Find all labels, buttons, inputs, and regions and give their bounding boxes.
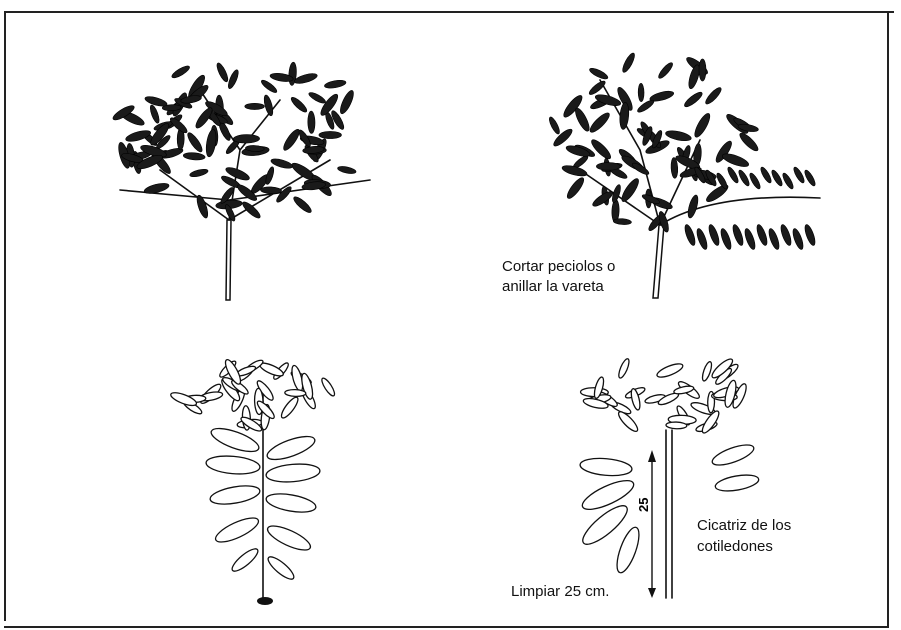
leaf [573, 106, 592, 133]
leaf [613, 218, 632, 225]
leaf [260, 186, 281, 194]
leaf [792, 166, 806, 184]
label-cicatriz: Cicatriz de los [697, 516, 791, 535]
leaf [319, 131, 342, 138]
leaf [169, 390, 198, 408]
arrow-up-icon [648, 450, 656, 462]
leaf [233, 134, 260, 143]
height-mark-label: 25 [636, 498, 651, 512]
leaf [636, 98, 655, 114]
leaf [767, 227, 781, 250]
leaf [260, 78, 279, 94]
arrow-down-icon [648, 588, 656, 598]
leaf [683, 90, 705, 109]
leaf [265, 462, 320, 484]
leaf [229, 546, 260, 575]
leaf [631, 161, 651, 176]
leaf [209, 483, 261, 508]
leaf [743, 227, 757, 250]
sapling-young [169, 358, 336, 605]
leaf [759, 166, 773, 184]
leaf [588, 110, 612, 134]
leaf [185, 131, 204, 154]
leaf [710, 441, 756, 469]
leaf [666, 422, 687, 429]
leaf [803, 223, 817, 246]
leaf [308, 111, 316, 134]
leaf [596, 163, 620, 171]
leaf [803, 169, 817, 187]
label-cortar-peciolos: Cortar peciolos o [502, 257, 615, 276]
leaf [265, 554, 296, 583]
leaf [699, 59, 706, 81]
leaf [692, 111, 713, 139]
leaf [620, 52, 636, 74]
leaf [695, 227, 709, 250]
leaf [655, 361, 684, 380]
leaf [737, 169, 751, 187]
leaf [320, 376, 337, 397]
leaf [701, 361, 714, 382]
label-anillar-vareta: anillar la vareta [502, 277, 604, 296]
leaf [149, 104, 161, 124]
leaf [707, 223, 721, 246]
leaf [337, 165, 357, 175]
leaf [265, 491, 317, 516]
leaf [215, 62, 230, 83]
leaf [619, 176, 641, 203]
leaf [589, 137, 613, 161]
leaf [579, 475, 637, 515]
leaf [285, 389, 306, 396]
leaf [619, 102, 630, 130]
leaf [638, 83, 644, 101]
leaf [721, 151, 750, 169]
leaf [755, 223, 769, 246]
leaf [213, 513, 262, 546]
leaf [189, 168, 209, 178]
tree-full-canopy [111, 62, 370, 300]
leaf [245, 103, 265, 109]
leaf [686, 194, 700, 219]
leaf [791, 227, 805, 250]
leaf [781, 172, 795, 190]
leaf [293, 72, 318, 86]
leaf [170, 64, 191, 80]
leaf [144, 95, 168, 108]
leaf [657, 61, 675, 80]
leaf [683, 223, 697, 246]
leaf [779, 223, 793, 246]
leaf [292, 195, 314, 215]
leaf [731, 223, 745, 246]
sapling-cleaned [578, 356, 760, 598]
leaf [748, 172, 762, 190]
leaf [613, 525, 644, 575]
leaf [289, 95, 308, 114]
leaf [770, 169, 784, 187]
leaf [704, 86, 724, 106]
leaf [565, 176, 587, 201]
leaf [547, 116, 561, 136]
leaf [617, 358, 631, 380]
label-cotiledones: cotiledones [697, 537, 773, 556]
label-limpiar: Limpiar 25 cm. [511, 582, 609, 601]
leaf [588, 66, 609, 81]
leaf [324, 79, 347, 90]
leaf [205, 454, 260, 476]
leaf [338, 89, 356, 116]
leaf [726, 166, 740, 184]
leaf [737, 131, 760, 153]
leaf [183, 152, 205, 161]
leaf [265, 432, 318, 464]
leaf [265, 521, 314, 554]
leaf [665, 129, 692, 143]
leaf [714, 472, 760, 494]
leaf [205, 129, 218, 158]
leaf [719, 227, 733, 250]
leaf [226, 69, 240, 90]
leaf [279, 395, 301, 420]
leaf [307, 91, 326, 105]
leaf [579, 456, 632, 477]
